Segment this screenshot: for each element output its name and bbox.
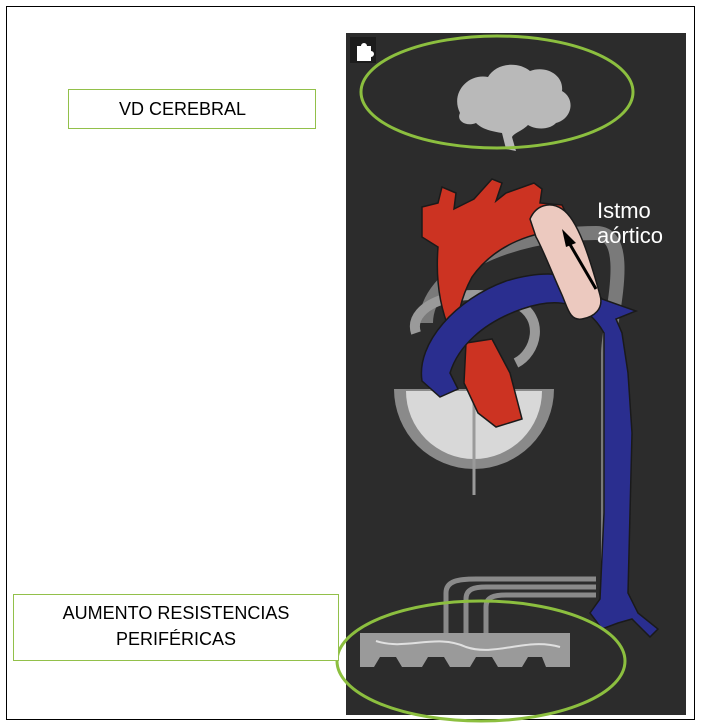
istmo-aortico-label: Istmo aórtico	[597, 198, 682, 258]
peripheral-resistance-label: AUMENTO RESISTENCIAS PERIFÉRICAS	[13, 594, 339, 661]
aumento-line-2: PERIFÉRICAS	[14, 626, 338, 652]
vd-cerebral-label: VD CEREBRAL	[68, 89, 316, 129]
periphery-highlight-ellipse	[337, 601, 625, 721]
istmo-line-1: Istmo	[597, 198, 682, 223]
aumento-line-1: AUMENTO RESISTENCIAS	[14, 600, 338, 626]
vd-cerebral-text: VD CEREBRAL	[119, 99, 246, 119]
brain-highlight-ellipse	[361, 36, 633, 148]
istmo-line-2: aórtico	[597, 223, 682, 248]
